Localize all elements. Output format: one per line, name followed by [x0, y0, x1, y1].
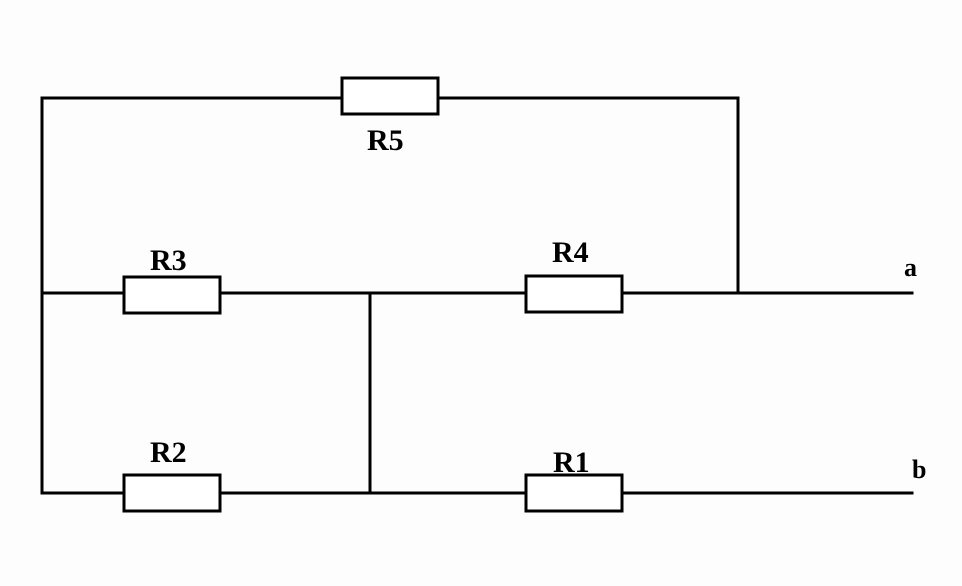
labels: R5 R3 R4 R2 R1 a b — [150, 124, 926, 484]
label-r1: R1 — [553, 446, 590, 479]
terminal-b-label: b — [912, 455, 926, 484]
resistor-r2 — [122, 473, 222, 513]
terminal-a-label: a — [904, 253, 917, 282]
wire-top-left — [40, 96, 344, 295]
label-r4: R4 — [552, 236, 589, 269]
wires — [40, 96, 914, 495]
label-r3: R3 — [150, 244, 187, 277]
label-r5: R5 — [367, 124, 404, 157]
resistor-r4 — [524, 274, 624, 314]
resistors — [122, 76, 624, 513]
label-r2: R2 — [150, 436, 187, 469]
resistor-r1 — [524, 473, 624, 513]
wire-top-right — [436, 96, 740, 295]
resistor-r3 — [122, 275, 222, 315]
resistor-r5 — [340, 76, 440, 116]
